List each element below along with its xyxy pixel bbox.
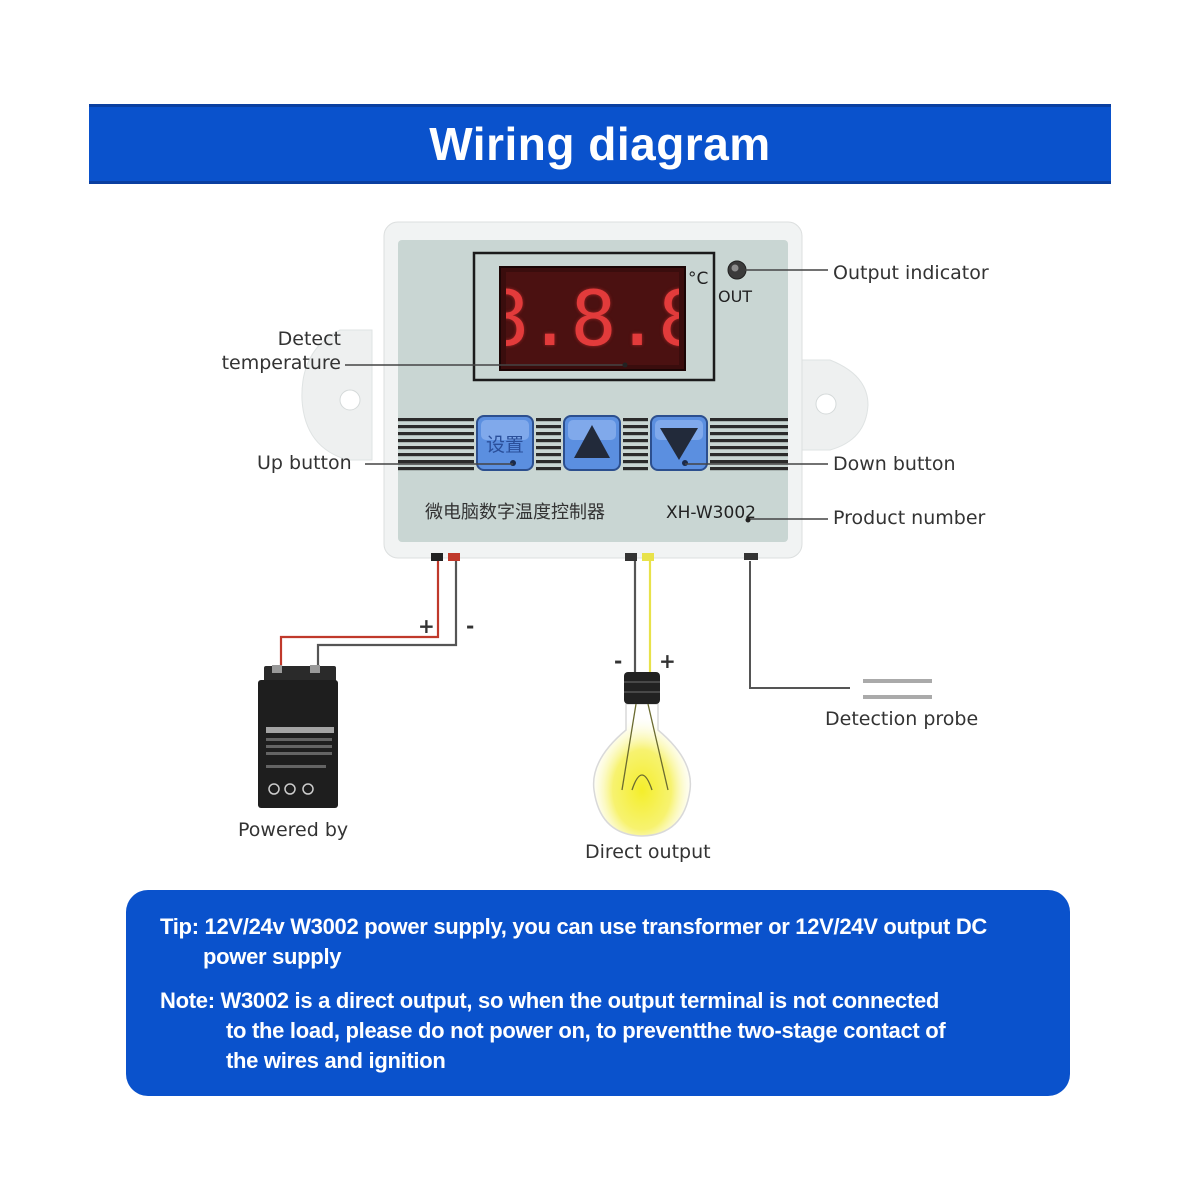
probe-wire bbox=[749, 561, 850, 689]
grille-stripe bbox=[398, 425, 474, 429]
grille-stripe bbox=[623, 439, 648, 443]
grille-stripe bbox=[536, 446, 561, 450]
light-bulb-icon bbox=[592, 672, 692, 837]
grille-stripe bbox=[710, 446, 788, 450]
seven-segment-display: 8.8.8 bbox=[506, 273, 679, 363]
callout-powered-by: Powered by bbox=[238, 819, 349, 841]
grille-stripe bbox=[398, 418, 474, 422]
tip-line: Tip: 12V/24v W3002 power supply, you can… bbox=[160, 914, 987, 939]
grille-stripe bbox=[623, 453, 648, 457]
grille-stripe bbox=[623, 425, 648, 429]
grille-stripe bbox=[536, 432, 561, 436]
grille-stripe bbox=[623, 432, 648, 436]
callout-up-button: Up button bbox=[257, 452, 352, 474]
grille-stripe bbox=[710, 460, 788, 464]
battery-plus-sign: + bbox=[418, 614, 435, 638]
grille-stripe bbox=[536, 460, 561, 464]
power-wires bbox=[279, 561, 458, 668]
bulb-plus-sign: + bbox=[659, 649, 676, 673]
title-banner: Wiring diagram bbox=[89, 104, 1111, 184]
bulb-minus-sign: - bbox=[614, 649, 622, 673]
power-terminals bbox=[431, 553, 460, 561]
grille-stripe bbox=[536, 439, 561, 443]
grille-stripe bbox=[398, 467, 474, 471]
callout-detect-line2: temperature bbox=[221, 352, 341, 374]
grille-stripe bbox=[623, 467, 648, 471]
callout-detection-probe: Detection probe bbox=[825, 708, 979, 730]
chinese-product-name: 微电脑数字温度控制器 bbox=[425, 502, 605, 523]
probe-terminal bbox=[744, 553, 758, 560]
callout-output-indicator: Output indicator bbox=[833, 262, 989, 284]
note-line: to the load, please do not power on, to … bbox=[226, 1018, 946, 1043]
callout-detect-temperature: Detect temperature bbox=[214, 327, 341, 375]
callout-lines bbox=[345, 269, 828, 520]
grille-stripe bbox=[398, 432, 474, 436]
set-button-label: 设置 bbox=[486, 434, 524, 456]
grille-stripe bbox=[710, 453, 788, 457]
grille-stripe bbox=[710, 425, 788, 429]
grille-stripe bbox=[398, 446, 474, 450]
probe-icon bbox=[863, 679, 932, 699]
grille-stripe bbox=[536, 467, 561, 471]
note-paragraph: Note: W3002 is a direct output, so when … bbox=[160, 986, 1040, 1076]
up-button[interactable] bbox=[563, 415, 621, 471]
down-button[interactable] bbox=[650, 415, 708, 471]
battery-minus-sign: - bbox=[466, 614, 474, 638]
tip-paragraph: Tip: 12V/24v W3002 power supply, you can… bbox=[160, 912, 1040, 972]
down-arrow-icon bbox=[660, 428, 698, 460]
grille-stripe bbox=[536, 453, 561, 457]
grille-stripe bbox=[710, 439, 788, 443]
battery-icon bbox=[258, 665, 338, 808]
note-line: the wires and ignition bbox=[226, 1048, 446, 1073]
grille-stripe bbox=[623, 460, 648, 464]
grille-stripe bbox=[710, 418, 788, 422]
out-label: OUT bbox=[718, 287, 752, 306]
grille-stripe bbox=[710, 467, 788, 471]
grille-stripe bbox=[623, 446, 648, 450]
grille-stripe bbox=[398, 439, 474, 443]
grille-stripe bbox=[623, 418, 648, 422]
tip-line: power supply bbox=[203, 944, 342, 969]
output-wires bbox=[633, 561, 652, 672]
display-panel bbox=[472, 251, 716, 382]
grille-stripe bbox=[398, 453, 474, 457]
grille-stripe bbox=[536, 418, 561, 422]
up-arrow-icon bbox=[574, 425, 610, 458]
button-grille bbox=[398, 418, 788, 471]
output-terminals bbox=[625, 553, 654, 561]
grille-stripe bbox=[710, 432, 788, 436]
callout-direct-output: Direct output bbox=[585, 841, 711, 863]
callout-down-button: Down button bbox=[833, 453, 956, 475]
callout-detect-line1: Detect bbox=[277, 328, 341, 350]
mounting-ear-right bbox=[799, 359, 869, 451]
tip-box: Tip: 12V/24v W3002 power supply, you can… bbox=[126, 890, 1070, 1096]
grille-stripe bbox=[536, 425, 561, 429]
note-line: Note: W3002 is a direct output, so when … bbox=[160, 988, 940, 1013]
callout-product-number: Product number bbox=[833, 507, 986, 529]
unit-label: °C bbox=[688, 269, 708, 289]
set-button[interactable]: 设置 bbox=[476, 415, 534, 471]
page-title: Wiring diagram bbox=[429, 118, 771, 170]
grille-stripe bbox=[398, 460, 474, 464]
model-number: XH-W3002 bbox=[666, 503, 756, 523]
mounting-ear-left bbox=[301, 329, 373, 461]
